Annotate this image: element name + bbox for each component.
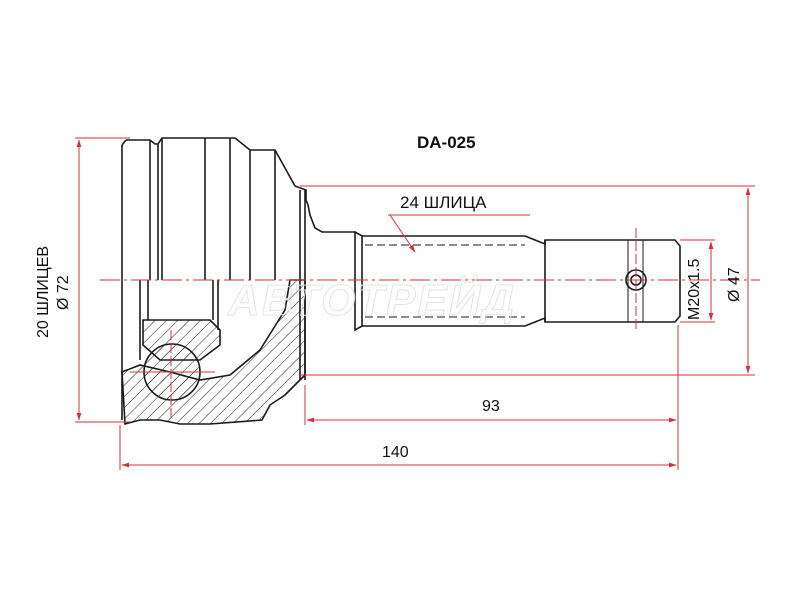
outer-splines-label: 24 ШЛИЦА (400, 193, 487, 212)
outer-diameter-label: Ø 72 (55, 275, 72, 310)
dimensions (75, 137, 760, 470)
inner-splines-label: 20 ШЛИЦЕВ (35, 245, 52, 338)
watermark: АВТОТРЕЙД (227, 276, 517, 326)
abs-diameter-label: Ø 47 (726, 267, 743, 302)
shaft (354, 231, 681, 332)
total-length-label: 140 (382, 444, 409, 461)
thread-label: M20x1.5 (686, 258, 703, 320)
shaft-length-label: 93 (482, 398, 500, 415)
part-number-title: DA-025 (417, 133, 476, 152)
housing (121, 137, 356, 420)
